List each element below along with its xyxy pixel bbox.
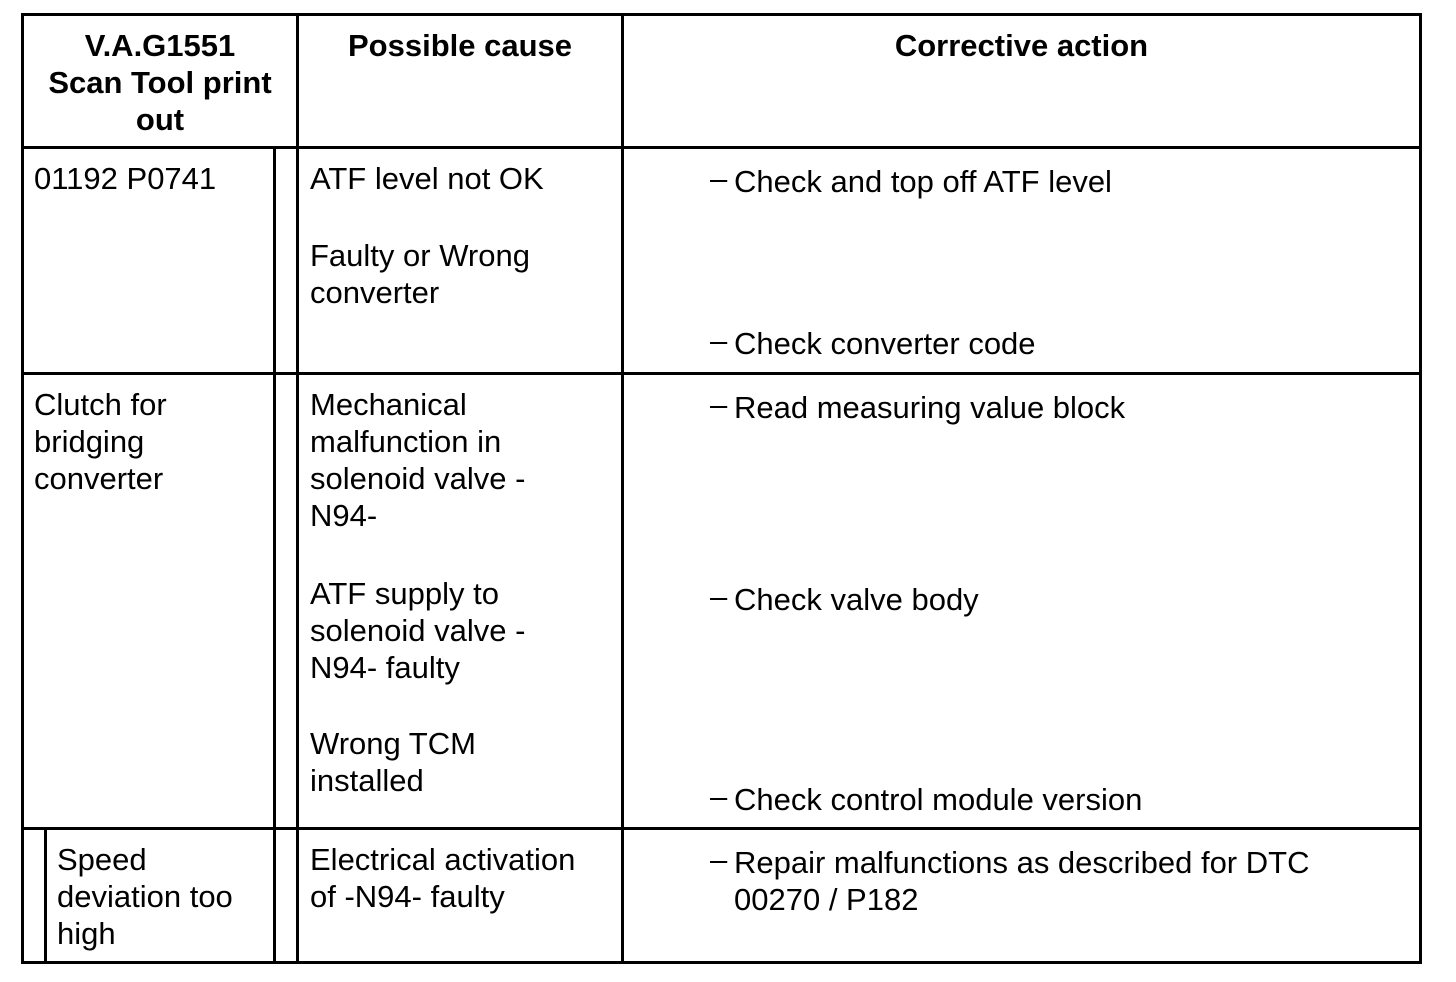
row2-cause-3: Wrong TCM installed [310, 726, 476, 798]
row2-action-1-dash: – [710, 387, 728, 422]
row2-separator [21, 827, 1422, 830]
row1-separator [21, 372, 1422, 375]
table-border-top [21, 13, 1422, 16]
row2-action-1: Read measuring value block [734, 390, 1126, 425]
header-separator [21, 146, 1422, 149]
row1-code: 01192 P0741 [34, 161, 217, 196]
row1-cause-1: ATF level not OK [310, 161, 544, 196]
row1-action-1-dash: – [710, 161, 728, 196]
header-scan-tool: V.A.G1551 Scan Tool print out [48, 28, 272, 137]
header-corrective-action: Corrective action [894, 28, 1149, 63]
table-border-bottom [21, 961, 1422, 964]
row2-action-3: Check control module version [734, 782, 1143, 817]
row1-action-2: Check converter code [734, 326, 1036, 361]
row2-action-2: Check valve body [734, 582, 979, 617]
row3-cause-1: Electrical activation of -N94- faulty [310, 842, 576, 914]
table-border-left [21, 13, 24, 964]
row3-action-1: Repair malfunctions as described for DTC… [734, 845, 1310, 917]
column-separator-1 [296, 13, 299, 964]
row3-action-1-dash: – [710, 842, 728, 877]
row1-action-2-dash: – [710, 323, 728, 358]
header-possible-cause: Possible cause [347, 28, 572, 63]
column-separator-2 [621, 13, 624, 964]
row1-cause-2: Faulty or Wrong converter [310, 238, 530, 310]
subcolumn-separator [273, 146, 276, 964]
table-border-right [1419, 13, 1422, 964]
row3-code: Speed deviation too high [57, 842, 233, 951]
row2-cause-1: Mechanical malfunction in solenoid valve… [310, 387, 526, 533]
row3-indent-separator [44, 827, 47, 964]
row2-cause-2: ATF supply to solenoid valve - N94- faul… [310, 576, 526, 685]
row1-action-1: Check and top off ATF level [734, 164, 1112, 199]
row2-code: Clutch for bridging converter [34, 387, 167, 496]
row2-action-3-dash: – [710, 779, 728, 814]
row2-action-2-dash: – [710, 579, 728, 614]
